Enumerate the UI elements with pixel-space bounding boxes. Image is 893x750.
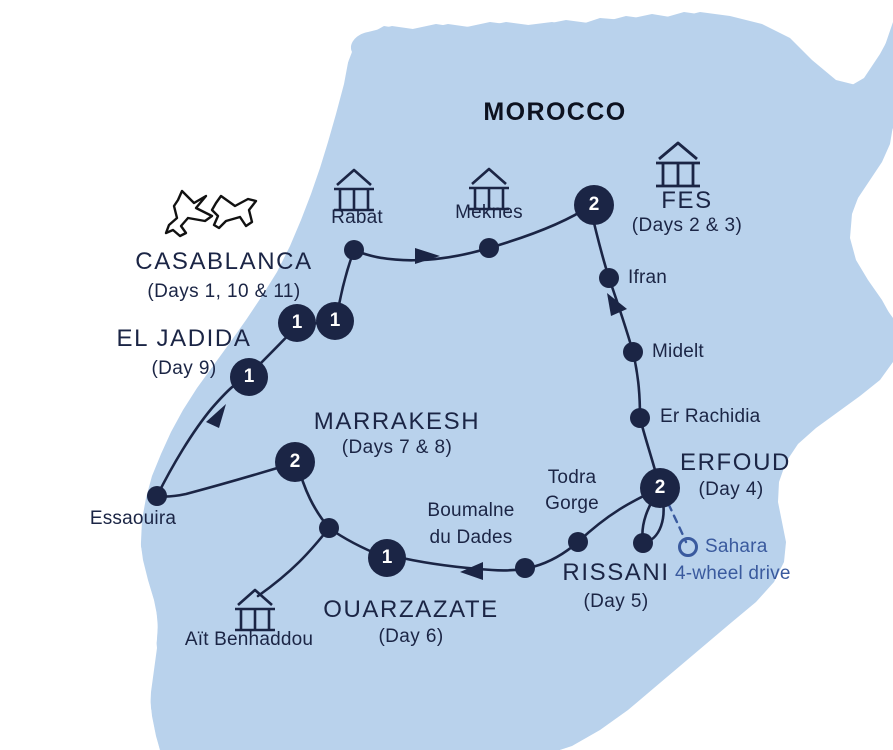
dot-todra-gorge [568,532,588,552]
badge-circle-casablanca-a [278,304,316,342]
label-essaouira: Essaouira [89,508,177,529]
label-du-dades: du Dades [429,527,513,548]
label-ouarzazate: OUARZAZATE [323,596,499,623]
monument-icon-meknes [469,167,509,211]
label-ifran: Ifran [628,267,668,288]
label-marrakesh-days: (Days 7 & 8) [341,437,453,458]
monument-icon-ait-benhaddou [235,588,275,632]
label-rissani: RISSANI [562,559,670,586]
badge-circle-el-jadida [230,358,268,396]
label-casablanca: CASABLANCA [135,248,313,275]
label-fes-days: (Days 2 & 3) [631,215,743,236]
label-erfoud: ERFOUD [680,449,791,476]
arrow-north-essaouira-eljadida [206,404,226,428]
badge-circle-erfoud [640,468,680,508]
label-rissani-days: (Day 5) [583,591,649,612]
label-er-rachidia: Er Rachidia [660,406,761,427]
atlantic-ocean [0,0,352,560]
badge-circle-fes [574,185,614,225]
label-ouarzazate-days: (Day 6) [378,626,444,647]
label-gorge: Gorge [545,493,599,514]
dot-er-rachidia [630,408,650,428]
label-4-wheel-drive: 4-wheel drive [675,563,791,584]
label-todra: Todra [547,467,597,488]
dot-boumalne [515,558,535,578]
dot-essaouira [147,486,167,506]
label-el-jadida-days: (Day 9) [151,358,217,379]
label-meknes: Meknes [455,202,523,223]
label-marrakesh: MARRAKESH [313,408,481,435]
arrow-east-rabat-meknes [415,248,440,264]
night-badge-group [230,185,680,577]
label-ait-benhaddou: Aït Benhaddou [184,629,314,650]
arrow-west-toward-ouarzazate [460,562,483,580]
direction-arrow-group [206,248,627,580]
label-sahara: Sahara [705,536,768,557]
sahara-open-circle-marker [678,537,698,557]
label-midelt: Midelt [652,341,704,362]
dot-ifran [599,268,619,288]
badge-circle-casablanca-b [316,302,354,340]
label-el-jadida: EL JADIDA [116,325,252,352]
airplane-icon [164,189,258,238]
label-fes: FES [661,187,713,214]
eastern-desert-cut [560,362,893,750]
monument-icon-rabat [334,168,374,212]
dot-rabat [344,240,364,260]
morocco-landmass-body [140,12,893,750]
dot-meknes [479,238,499,258]
label-erfoud-days: (Day 4) [698,479,764,500]
arrow-south-fes-midelt [607,293,627,316]
label-casablanca-days: (Days 1, 10 & 11) [147,281,301,302]
label-boumalne: Boumalne [427,500,515,521]
country-label: MOROCCO [483,98,627,126]
badge-circle-ouarzazate [368,539,406,577]
minor-stop-dot-group [147,238,653,578]
label-rabat: Rabat [331,207,383,228]
dot-midelt [623,342,643,362]
atlantic-ocean-south [0,540,157,750]
route-fes-errachidia [588,204,642,420]
dot-junction-ouarzazate [319,518,339,538]
monument-icon-fes [656,141,700,188]
badge-circle-marrakesh [275,442,315,482]
dot-rissani [633,533,653,553]
